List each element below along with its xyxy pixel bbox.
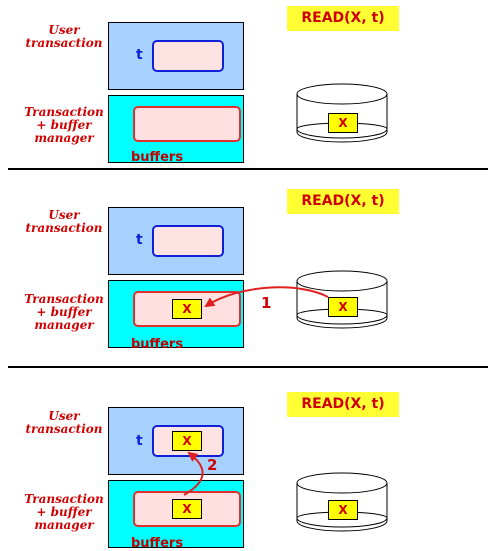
step-number: 1 <box>261 294 272 312</box>
buffer-slot: X <box>133 491 241 527</box>
variable-t-slot <box>152 225 224 257</box>
variable-t-slot <box>152 40 224 72</box>
tx-buffer-manager-label: Transaction + buffer manager <box>24 292 104 332</box>
user-transaction-label: User transaction <box>25 23 103 50</box>
variable-t-label: t <box>136 232 143 248</box>
variable-t-label: t <box>136 433 143 449</box>
disk-x-box: X <box>328 297 358 317</box>
buffer-slot <box>133 106 241 142</box>
tx-buffer-manager-label: Transaction + buffer manager <box>24 492 104 532</box>
arrow-step-1 <box>204 286 329 308</box>
user-transaction-label: User transaction <box>25 409 103 436</box>
buffer-x-box: X <box>172 299 202 319</box>
buffer-area: X <box>108 480 244 548</box>
read-operation-label: READ(X, t) <box>287 392 399 417</box>
divider-1 <box>8 168 488 170</box>
buffers-label: buffers <box>131 150 184 165</box>
divider-2 <box>8 366 488 368</box>
buffers-label: buffers <box>131 536 184 551</box>
tx-buffer-manager-label: Transaction + buffer manager <box>24 105 104 145</box>
user-transaction-label: User transaction <box>25 208 103 235</box>
disk-x-box: X <box>328 500 358 520</box>
step-number: 2 <box>207 456 218 474</box>
variable-t-slot: X <box>152 425 224 457</box>
read-operation-label: READ(X, t) <box>287 6 399 31</box>
buffers-label: buffers <box>131 337 184 352</box>
buffer-area <box>108 95 244 163</box>
read-operation-label: READ(X, t) <box>287 189 399 214</box>
variable-t-label: t <box>136 47 143 63</box>
user-transaction-area: t X <box>108 407 244 475</box>
variable-t-x-box: X <box>172 431 202 451</box>
arrow-step-2 <box>183 451 204 496</box>
user-transaction-area: t <box>108 22 244 90</box>
buffer-x-box: X <box>172 499 202 519</box>
disk-x-box: X <box>328 113 358 133</box>
user-transaction-area: t <box>108 207 244 275</box>
